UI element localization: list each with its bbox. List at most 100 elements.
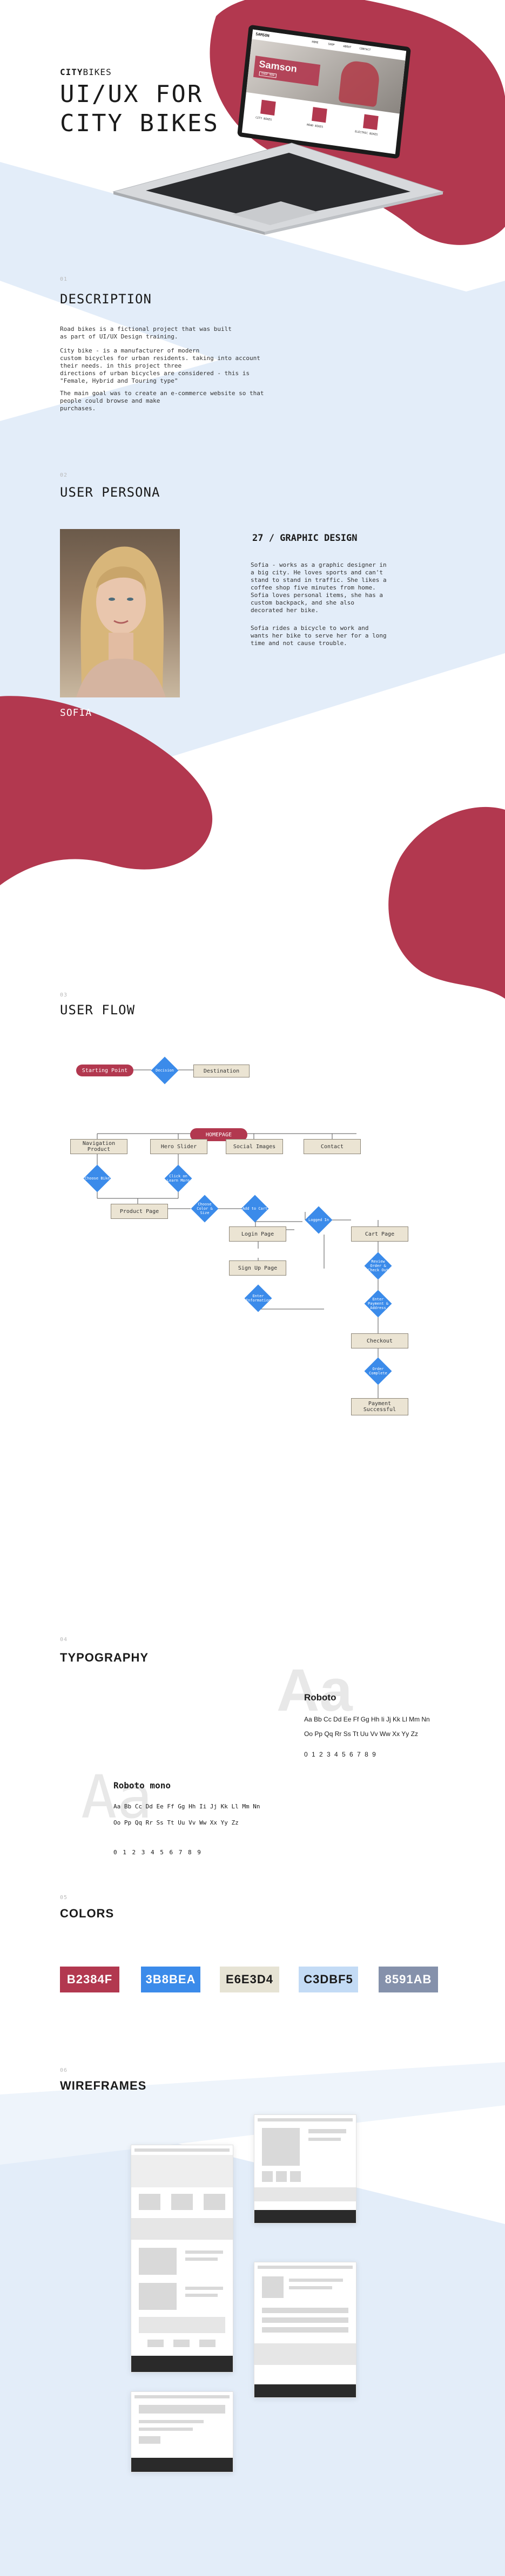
wf2-thumb3 bbox=[290, 2171, 301, 2182]
wireframe-homepage bbox=[131, 2145, 233, 2372]
brand-light: BIKES bbox=[83, 67, 112, 77]
persona-title: USER PERSONA bbox=[60, 485, 160, 500]
flow-click-learn-more-label: Click on Learn More bbox=[166, 1174, 190, 1183]
flow-decision-legend: Decision bbox=[151, 1056, 179, 1084]
flow-enter-payment: Enter Payment & Address bbox=[364, 1290, 392, 1318]
wf3-form3 bbox=[262, 2327, 348, 2333]
wf1-band bbox=[131, 2218, 233, 2240]
wireframe-checkout bbox=[131, 2391, 233, 2472]
flow-start-point: Starting Point bbox=[76, 1065, 133, 1076]
flow-login-page: Login Page bbox=[229, 1226, 286, 1242]
persona-headline: 27 / GRAPHIC DESIGN bbox=[252, 533, 358, 544]
description-number: 01 bbox=[60, 276, 68, 282]
site-nav-shop[interactable]: SHOP bbox=[328, 43, 335, 47]
wf1-row3 bbox=[204, 2194, 225, 2210]
wf3-item1 bbox=[262, 2276, 284, 2298]
wf1-row1 bbox=[139, 2194, 160, 2210]
wf1-text2 bbox=[185, 2258, 218, 2261]
wf3-form1 bbox=[262, 2308, 348, 2313]
wf2-text bbox=[308, 2138, 341, 2141]
flow-enter-information: Enter Information bbox=[244, 1284, 272, 1312]
wf2-thumb1 bbox=[262, 2171, 273, 2182]
wf3-line1 bbox=[289, 2279, 343, 2282]
wf3-header bbox=[258, 2266, 353, 2269]
flow-enter-information-label: Enter Information bbox=[245, 1294, 271, 1303]
roboto-alphabet-1: Aa Bb Cc Dd Ee Ff Gg Hh Ii Jj Kk Ll Mm N… bbox=[304, 1716, 430, 1723]
roboto-digits: 0 1 2 3 4 5 6 7 8 9 bbox=[304, 1751, 377, 1758]
colors-number: 05 bbox=[60, 1895, 68, 1901]
flow-payment-successful: Payment Successful bbox=[351, 1398, 408, 1415]
wf3-band bbox=[254, 2343, 356, 2365]
wf3-footer bbox=[254, 2384, 356, 2397]
flow-signup-page: Sign Up Page bbox=[229, 1260, 286, 1276]
flow-review-order-label: Review Order & Check Out bbox=[368, 1259, 388, 1272]
wf1-block1 bbox=[139, 2248, 177, 2275]
wf1-header bbox=[134, 2148, 230, 2152]
flow-enter-payment-label: Enter Payment & Address bbox=[368, 1297, 388, 1310]
site-nav-home[interactable]: HOME bbox=[312, 40, 319, 45]
persona-name: SOFIA bbox=[60, 707, 92, 718]
flow-order-complete: Order Complete bbox=[364, 1357, 392, 1385]
wf1-text4 bbox=[185, 2294, 218, 2297]
wf2-image bbox=[262, 2128, 300, 2166]
flow-hero-slider: Hero Slider bbox=[150, 1139, 207, 1154]
site-hero-rider bbox=[338, 59, 381, 107]
wf1-btn3 bbox=[199, 2340, 216, 2347]
roboto-mono-font-name: Roboto mono bbox=[113, 1780, 171, 1791]
swatch-b2384f: B2384F bbox=[60, 1967, 119, 1992]
roboto-font-name: Roboto bbox=[304, 1692, 336, 1703]
persona-number: 02 bbox=[60, 472, 68, 478]
wf1-block3 bbox=[139, 2317, 225, 2333]
persona-paragraph-2: Sofia rides a bicycle to work and wants … bbox=[251, 625, 387, 647]
site-logo: SAMSON bbox=[255, 32, 270, 38]
userflow-title: USER FLOW bbox=[60, 1002, 136, 1018]
brand-bold: CITY bbox=[60, 67, 83, 77]
wf4-line1 bbox=[139, 2420, 204, 2423]
laptop-base bbox=[112, 143, 444, 235]
wf4-line2 bbox=[139, 2428, 193, 2431]
roboto-alphabet-2: Oo Pp Qq Rr Ss Tt Uu Vv Ww Xx Yy Zz bbox=[304, 1730, 418, 1738]
swatch-e6e3d4: E6E3D4 bbox=[220, 1967, 279, 1992]
flow-logged-in-label: Logged In bbox=[308, 1218, 329, 1222]
flow-choose-color-size-label: Choose Color & Size bbox=[197, 1202, 213, 1215]
site-nav-contact[interactable]: CONTACT bbox=[359, 47, 371, 52]
wf4-tabs bbox=[139, 2405, 225, 2414]
flow-choose-color-size: Choose Color & Size bbox=[191, 1195, 219, 1223]
description-paragraph-1: Road bikes is a fictional project that w… bbox=[60, 326, 232, 340]
persona-portrait-icon bbox=[76, 546, 166, 697]
flow-cart-page: Cart Page bbox=[351, 1226, 408, 1242]
wireframes-number: 06 bbox=[60, 2067, 68, 2073]
description-paragraph-2: City bike - is a manufacturer of modern … bbox=[60, 347, 260, 384]
brand-logo: CITYBIKES bbox=[60, 67, 112, 77]
site-hero-button[interactable]: SHOP NOW bbox=[259, 71, 277, 78]
wireframe-cart bbox=[254, 2262, 356, 2398]
wf1-block2 bbox=[139, 2283, 177, 2310]
wireframes-title: WIREFRAMES bbox=[60, 2079, 147, 2092]
flow-choose-bike: Choose Bike bbox=[83, 1164, 111, 1192]
wf4-footer bbox=[131, 2458, 233, 2472]
wf3-line2 bbox=[289, 2286, 332, 2289]
wf1-text1 bbox=[185, 2250, 223, 2254]
wf2-band bbox=[254, 2187, 356, 2201]
swatch-8591ab: 8591AB bbox=[379, 1967, 438, 1992]
flow-contact: Contact bbox=[304, 1139, 361, 1154]
flow-review-order: Review Order & Check Out bbox=[364, 1252, 392, 1280]
wf2-thumb2 bbox=[276, 2171, 287, 2182]
wireframe-product bbox=[254, 2114, 356, 2224]
wf1-btn1 bbox=[147, 2340, 164, 2347]
swatch-c3dbf5: C3DBF5 bbox=[299, 1967, 358, 1992]
color-swatches: B2384F 3B8BEA E6E3D4 C3DBF5 8591AB bbox=[60, 1967, 449, 1992]
flow-add-to-cart-label: Add to Cart bbox=[242, 1206, 268, 1211]
wf4-btn bbox=[139, 2436, 160, 2444]
description-paragraph-3: The main goal was to create an e-commerc… bbox=[60, 390, 264, 412]
site-nav-about[interactable]: ABOUT bbox=[343, 45, 352, 50]
roboto-big-sample: Aa bbox=[277, 1657, 353, 1724]
flow-nav-product: Navigation Product bbox=[70, 1139, 127, 1154]
typography-title: TYPOGRAPHY bbox=[60, 1651, 149, 1664]
wf1-row2 bbox=[171, 2194, 193, 2210]
flow-destination-legend: Destination bbox=[193, 1065, 250, 1077]
wf1-btn2 bbox=[173, 2340, 190, 2347]
wf4-header bbox=[134, 2395, 230, 2398]
site-hero-banner: Samson SHOP NOW bbox=[253, 56, 321, 86]
flow-add-to-cart: Add to Cart bbox=[241, 1195, 269, 1223]
